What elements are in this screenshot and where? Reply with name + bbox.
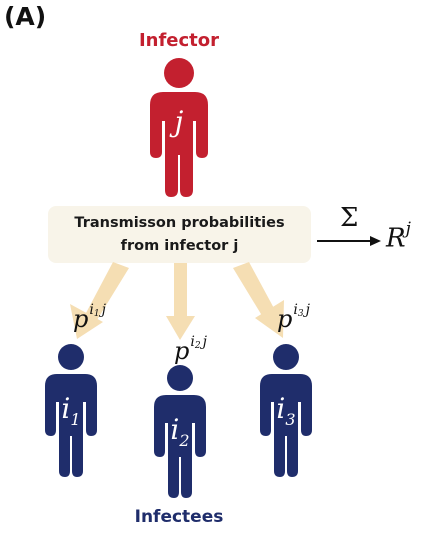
arrow-to-infectee-1	[70, 262, 129, 339]
transmission-box	[48, 206, 311, 263]
infectee-figure-2: i2	[154, 365, 206, 498]
infector-body	[150, 92, 208, 197]
infectee-3-symbol: i	[276, 392, 285, 425]
probability-3-i: i	[293, 302, 298, 318]
svg-text:i2: i2	[170, 413, 189, 450]
infector-figure: j	[150, 58, 208, 197]
infectee-3-subscript: 3	[285, 410, 295, 429]
transmission-text-line-1: Transmisson probabilities	[74, 215, 285, 231]
svg-text:i3: i3	[276, 392, 295, 429]
probability-2-base: p	[174, 337, 190, 365]
reproduction-number: Rj	[386, 219, 411, 254]
reproduction-superscript: j	[405, 219, 411, 239]
probability-3-base: p	[277, 305, 293, 333]
sum-symbol: Σ	[340, 203, 359, 233]
arrow-to-infectee-2	[166, 263, 195, 340]
probability-1-base: p	[73, 305, 89, 333]
infectee-2-subscript: 2	[178, 431, 189, 450]
sum-arrow	[317, 236, 381, 246]
probability-3-sub: 3	[297, 309, 304, 319]
infectee-1-subscript: 1	[70, 410, 80, 429]
probability-1-i: i	[89, 302, 94, 318]
infector-head	[164, 58, 194, 88]
probability-1-sub: 1	[93, 309, 100, 319]
arrow-to-infectee-3	[233, 262, 284, 338]
infectee-1-symbol: i	[61, 392, 70, 425]
infectee-figure-3: i3	[260, 344, 312, 477]
arrows-to-infectees	[70, 262, 284, 340]
transmission-text-line-2: from infector j	[120, 238, 239, 254]
probability-3-j: j	[305, 302, 310, 318]
probability-1-j: j	[101, 302, 106, 318]
infector-label: Infector	[138, 30, 220, 51]
probability-2-sub: 2	[194, 341, 201, 351]
svg-text:i1: i1	[61, 392, 80, 429]
panel-label: (A)	[4, 2, 47, 31]
probability-2-j: j	[202, 334, 207, 350]
infectee-2-symbol: i	[170, 413, 179, 446]
infectees-label: Infectees	[134, 507, 224, 527]
probability-2-i: i	[190, 334, 195, 350]
infectee-figure-1: i1	[45, 344, 97, 477]
reproduction-base: R	[386, 223, 406, 254]
